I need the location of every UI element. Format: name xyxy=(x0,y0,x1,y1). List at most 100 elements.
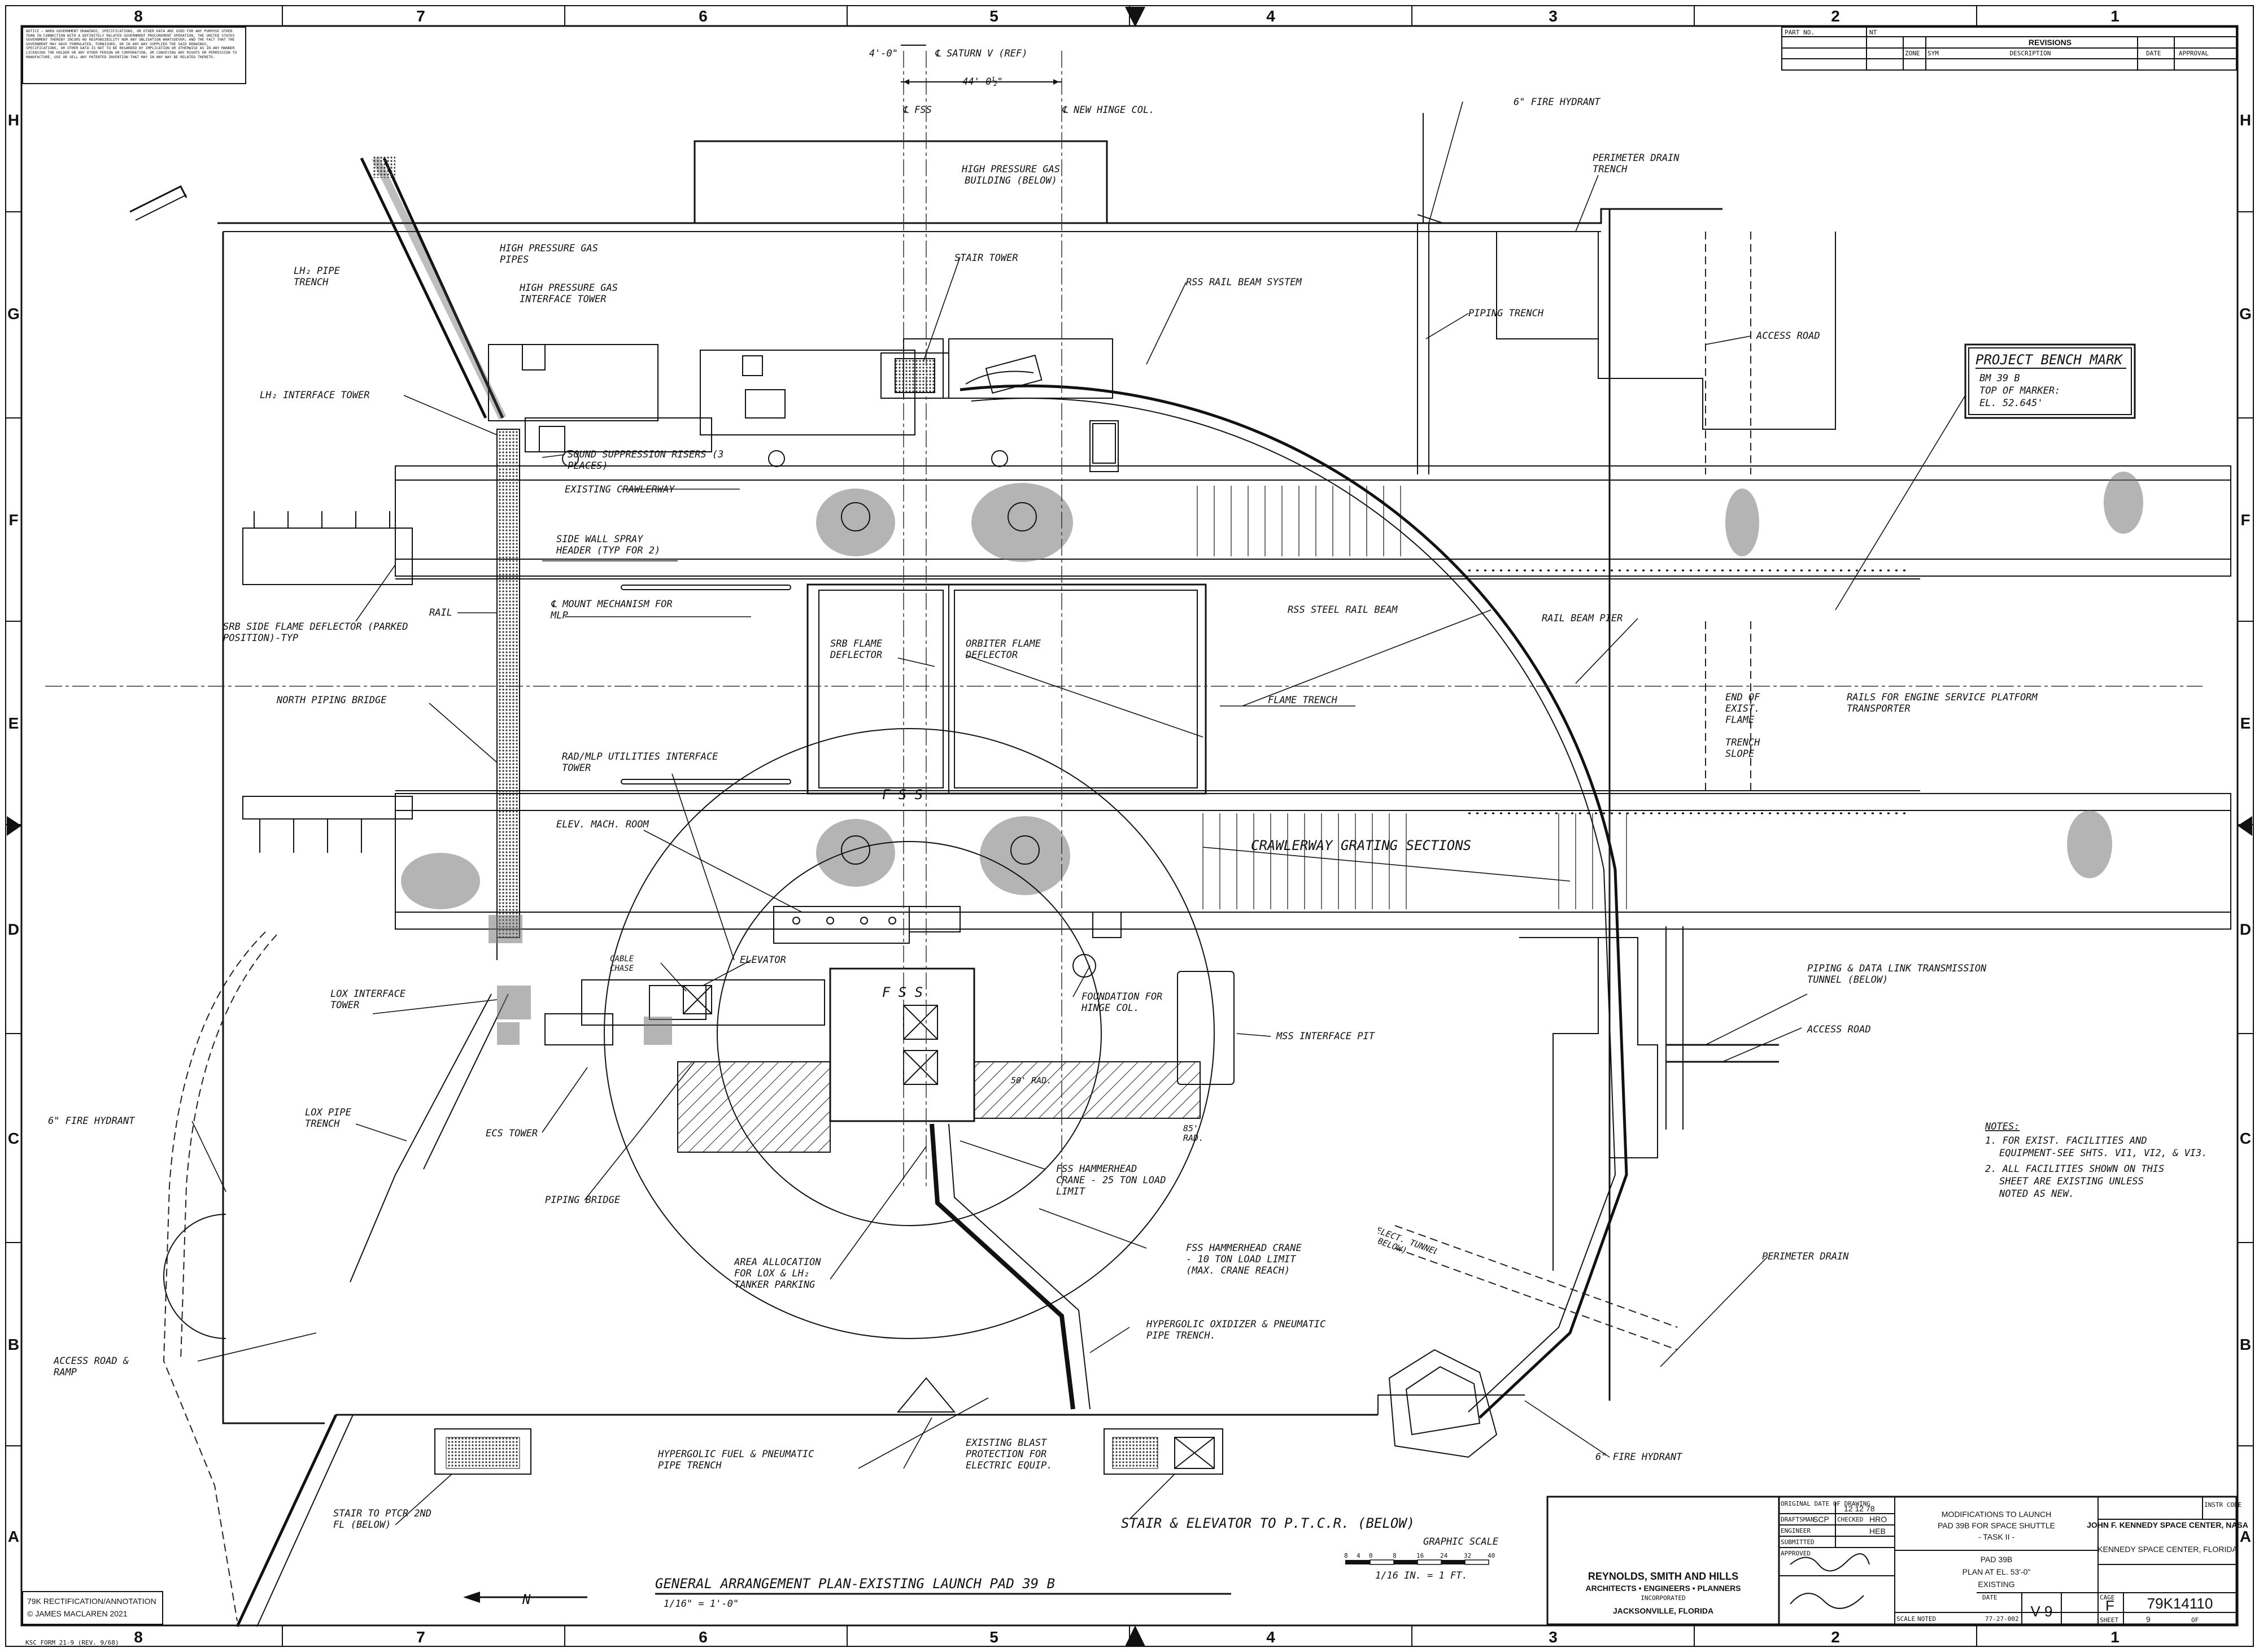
notes-title: NOTES: xyxy=(1985,1121,2020,1132)
zone-row-right: F xyxy=(2240,511,2250,529)
zone-row-left: D xyxy=(8,921,19,938)
tb-mod-line2: PAD 39B FOR SPACE SHUTTLE xyxy=(1938,1521,2055,1530)
label-hypergolic-fuel: HYPERGOLIC FUEL & PNEUMATIC PIPE TRENCH xyxy=(658,1449,814,1471)
label-hp-gas-interface-tower: HIGH PRESSURE GAS INTERFACE TOWER xyxy=(520,282,618,305)
project-bench-mark: PROJECT BENCH MARK BM 39 B TOP OF MARKER… xyxy=(1964,343,2136,419)
flame-trench xyxy=(806,583,1207,795)
zone-row-right: D xyxy=(2240,921,2251,938)
orbiter-flame-deflector xyxy=(954,590,1198,788)
note-1a: 1. FOR EXIST. FACILITIES AND xyxy=(1985,1135,2147,1147)
scale-tick: 16 xyxy=(1416,1552,1424,1559)
label-north-piping-bridge: NORTH PIPING BRIDGE xyxy=(276,695,387,706)
tb-center-loc: KENNEDY SPACE CENTER, FLORIDA xyxy=(2097,1545,2238,1554)
label-piping-data-link: PIPING & DATA LINK TRANSMISSION TUNNEL (… xyxy=(1807,963,1987,986)
zone-col-top: 1 xyxy=(2110,7,2120,25)
drawing-labels: 4'-0" ℄ SATURN V (REF) 44'-0½" ℄ FSS ℄ N… xyxy=(48,48,2038,1531)
firm-name: REYNOLDS, SMITH AND HILLS xyxy=(1588,1571,1738,1582)
stair-ptcr-left xyxy=(434,1428,531,1475)
crawlerway-upper xyxy=(395,465,2231,577)
dim-4-0: 4'-0" xyxy=(869,48,898,59)
drawing-scale: 1/16" = 1'-0" xyxy=(664,1598,739,1610)
tb-drawing-no: 79K14110 xyxy=(2147,1595,2213,1612)
label-lh2-pipe-trench: LH₂ PIPE TRENCH xyxy=(294,265,340,288)
title-block: ORIGINAL DATE OF DRAWING 12 12 78 DRAFTS… xyxy=(1546,1496,2248,1625)
label-elev-mach-room: ELEV. MACH. ROOM xyxy=(556,819,649,830)
zone-col-top: 4 xyxy=(1266,7,1275,25)
scale-tick: 40 xyxy=(1488,1552,1495,1559)
revisions-block: PART NO. NT REVISIONS ZONE SYM DESCRIPTI… xyxy=(1781,27,2237,71)
rev-col-sym: SYM xyxy=(1927,50,1939,57)
dim-saturn: ℄ SATURN V (REF) xyxy=(935,48,1027,59)
main-title: GENERAL ARRANGEMENT PLAN-EXISTING LAUNCH… xyxy=(463,1576,1231,1610)
label-piping-trench: PIPING TRENCH xyxy=(1468,308,1544,319)
label-fire-hydrant-left: 6" FIRE HYDRANT xyxy=(48,1115,136,1127)
tb-engineer-label: ENGINEER xyxy=(1781,1527,1811,1535)
zone-col-bottom: 5 xyxy=(989,1628,998,1646)
tb-sheet-no: 9 xyxy=(2146,1615,2151,1624)
label-fss-hammerhead-10: FSS HAMMERHEAD CRANE - 10 TON LOAD LIMIT… xyxy=(1186,1243,1302,1276)
center-arrow-left-icon xyxy=(7,816,21,836)
graphic-scale: GRAPHIC SCALE 8 4 0 8 16 24 32 40 1/16 I… xyxy=(1344,1536,1499,1581)
label-stair-to-ptcr: STAIR TO PTCR 2ND FL (BELOW) xyxy=(333,1508,431,1531)
notice-text: NOTICE — WHEN GOVERNMENT DRAWINGS, SPECI… xyxy=(26,29,237,59)
zone-col-top: 8 xyxy=(134,7,143,25)
label-orbiter-flame-deflector: ORBITER FLAME DEFLECTOR xyxy=(966,638,1041,661)
label-hypergolic-oxidizer: HYPERGOLIC OXIDIZER & PNEUMATIC PIPE TRE… xyxy=(1146,1319,1326,1341)
tb-scale-val: NOTED xyxy=(1917,1615,1936,1623)
tb-size: F xyxy=(2105,1597,2114,1614)
label-rss-rail-beam-system: RSS RAIL BEAM SYSTEM xyxy=(1186,277,1302,288)
zone-col-top: 6 xyxy=(699,7,708,25)
label-rail: RAIL xyxy=(429,607,452,618)
rev-col-zone: ZONE xyxy=(1905,50,1920,57)
tb-approved-label: APPROVED xyxy=(1781,1550,1811,1557)
label-rail-beam-pier: RAIL BEAM PIER xyxy=(1542,613,1623,624)
zone-labels: 8 7 6 5 4 3 2 1 8 7 6 5 4 3 2 1 H G F E … xyxy=(7,7,2252,1646)
rev-col-description: DESCRIPTION xyxy=(2010,50,2051,57)
drawing-title: GENERAL ARRANGEMENT PLAN-EXISTING LAUNCH… xyxy=(655,1576,1055,1592)
label-crawlerway-grating: CRAWLERWAY GRATING SECTIONS xyxy=(1251,838,1471,853)
label-fire-hydrant-top: 6" FIRE HYDRANT xyxy=(1514,97,1601,108)
label-srb-flame-deflector: SRB FLAME DEFLECTOR xyxy=(830,638,883,661)
leader-lines xyxy=(191,101,1966,1525)
note-1b: EQUIPMENT-SEE SHTS. VI1, VI2, & VI3. xyxy=(1999,1148,2207,1159)
label-rails-engine-service: RAILS FOR ENGINE SERVICE PLATFORM TRANSP… xyxy=(1847,692,2038,714)
label-rad-mlp-utilities: RAD/MLP UTILITIES INTERFACE TOWER xyxy=(562,751,718,774)
tb-mod-line1: MODIFICATIONS TO LAUNCH xyxy=(1942,1510,2051,1519)
signature-mark xyxy=(1790,1593,1864,1609)
scale-tick: 0 xyxy=(1369,1552,1373,1559)
notice-box: NOTICE — WHEN GOVERNMENT DRAWINGS, SPECI… xyxy=(22,27,246,84)
tb-engineer-by: HEB xyxy=(1869,1527,1886,1536)
zone-col-top: 5 xyxy=(989,7,998,25)
north-label: N xyxy=(522,1592,531,1607)
rev-title: REVISIONS xyxy=(2029,38,2072,47)
zone-row-left: B xyxy=(8,1336,19,1353)
scale-tick: 32 xyxy=(1464,1552,1471,1559)
label-elect-tunnel: ELECT. TUNNEL (BELOW) xyxy=(1378,1226,1441,1254)
label-hp-gas-building: HIGH PRESSURE GAS BUILDING (BELOW) xyxy=(962,164,1060,186)
label-trench-slope: TRENCH SLOPE xyxy=(1725,737,1760,760)
north-piping-bridge xyxy=(496,429,520,938)
tb-cage-label: CAGE xyxy=(2100,1594,2115,1601)
label-lox-interface-tower: LOX INTERFACE TOWER xyxy=(330,988,406,1011)
tb-sheet-title1: PAD 39B xyxy=(1981,1555,2013,1564)
bench-mark-line3: EL. 52.645' xyxy=(1979,398,2043,409)
tb-drafted-by: SCP xyxy=(1813,1515,1829,1524)
zone-col-top: 7 xyxy=(416,7,425,25)
zone-col-bottom: 3 xyxy=(1549,1628,1558,1646)
bench-mark-title: PROJECT BENCH MARK xyxy=(1975,352,2123,368)
srb-flame-deflector xyxy=(818,590,944,788)
label-stair-elevator-ptcr: STAIR & ELEVATOR TO P.T.C.R. (BELOW) xyxy=(1121,1515,1415,1531)
dim-hinge: ℄ NEW HINGE COL. xyxy=(1062,104,1154,116)
label-existing-crawlerway: EXISTING CRAWLERWAY xyxy=(565,484,675,495)
tb-original-date: 12 12 78 xyxy=(1844,1504,1875,1513)
stair-tower xyxy=(895,358,935,393)
zone-col-bottom: 6 xyxy=(699,1628,708,1646)
label-rad-50: 50' RAD. xyxy=(1011,1076,1052,1086)
crane-radius-50 xyxy=(717,841,1102,1226)
notes-block: NOTES: 1. FOR EXIST. FACILITIES AND EQUI… xyxy=(1985,1121,2207,1200)
dim-44-0: 44'-0½" xyxy=(962,76,1003,88)
rev-part-no: PART NO. xyxy=(1785,29,1815,36)
tb-instr-code: INSTR CODE xyxy=(2204,1501,2241,1509)
zone-row-left: E xyxy=(8,714,19,732)
